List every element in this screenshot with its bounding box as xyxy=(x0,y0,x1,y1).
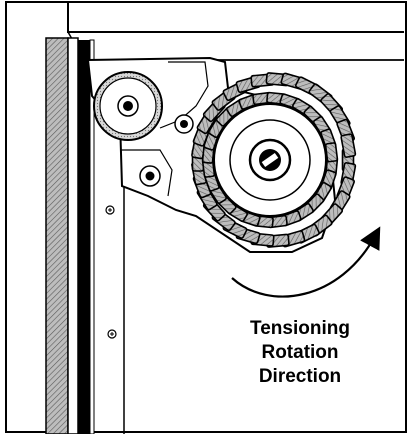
chain-link xyxy=(340,133,357,158)
idler-roller xyxy=(93,71,163,141)
annotation-line-3: Direction xyxy=(259,366,341,387)
roller-chain xyxy=(191,72,357,248)
side-rail xyxy=(45,37,125,434)
annotation-line-1: Tensioning xyxy=(250,318,350,339)
chain-link xyxy=(324,142,339,163)
tensioning-annotation: Tensioning Rotation Direction xyxy=(250,318,350,387)
drive-sprocket xyxy=(213,103,327,217)
annotation-line-2: Rotation xyxy=(261,342,338,363)
tensioning-rotation-arrow xyxy=(231,226,381,298)
